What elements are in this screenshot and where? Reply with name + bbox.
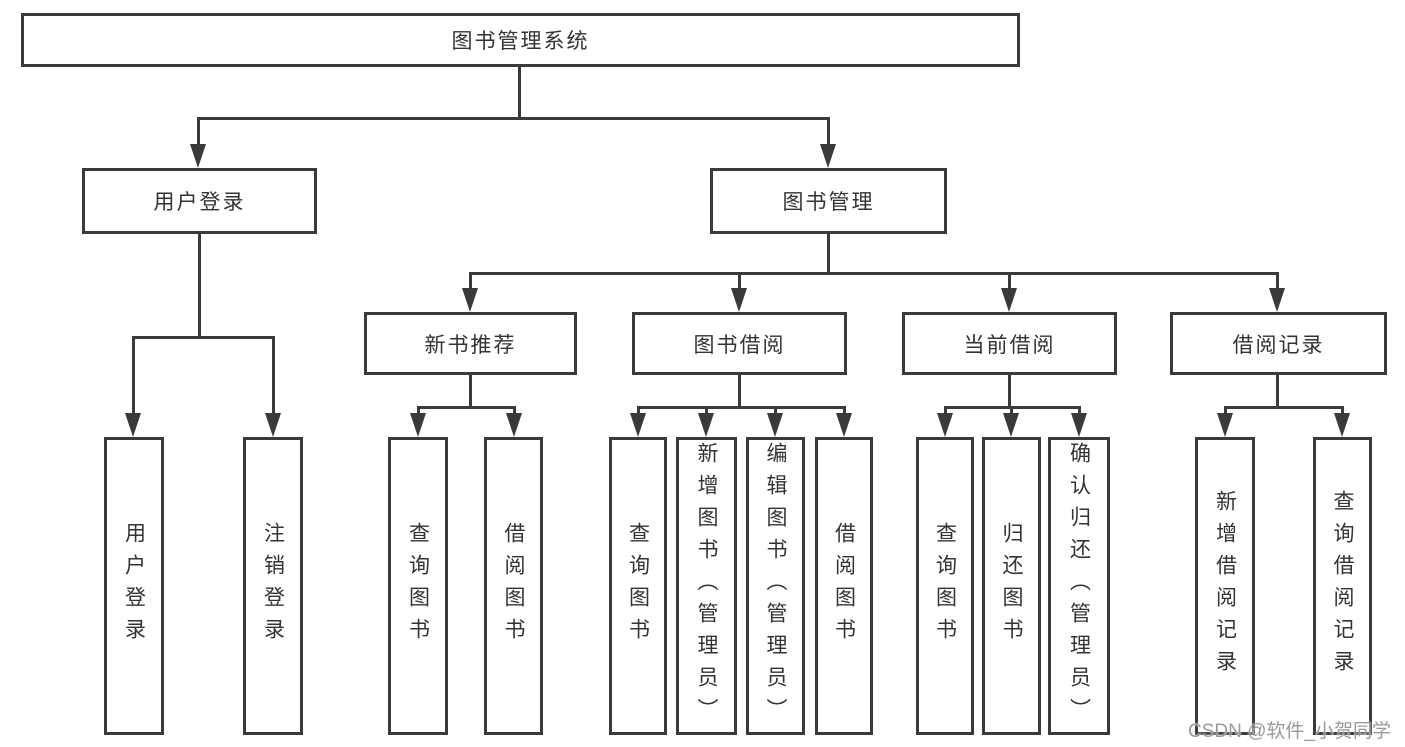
leaf-query-borrow-record-label: 查询借阅记录 (1331, 490, 1354, 682)
node-current-borrowing: 当前借阅 (902, 312, 1117, 375)
csdn-watermark: CSDN @软件_小贺同学 (1188, 721, 1391, 742)
connector-line (469, 375, 472, 408)
leaf-add-borrow-record-label: 新增借阅记录 (1213, 490, 1237, 682)
arrow-down-icon (265, 413, 281, 437)
connector-line (738, 272, 741, 292)
connector-line (1224, 406, 1227, 415)
connector-line (132, 336, 135, 415)
node-user-login: 用户登录 (82, 168, 317, 234)
arrow-down-icon (1071, 413, 1087, 437)
connector-line (518, 67, 521, 119)
leaf-borrowing-query-books-label: 查询图书 (626, 522, 650, 650)
arrow-down-icon (1001, 288, 1017, 312)
leaf-current-confirm-return-admin: 确认归还（管理员） (1048, 437, 1110, 735)
connector-line (272, 336, 275, 415)
arrow-down-icon (1269, 288, 1285, 312)
connector-line (198, 234, 201, 339)
leaf-borrowing-borrow-books-label: 借阅图书 (832, 522, 856, 650)
arrow-down-icon (767, 413, 783, 437)
arrow-down-icon (1003, 413, 1019, 437)
connector-line (738, 375, 741, 408)
leaf-borrowing-query-books: 查询图书 (609, 437, 667, 735)
arrow-down-icon (506, 413, 522, 437)
connector-line (705, 406, 708, 415)
leaf-current-return-books-label: 归还图书 (1000, 522, 1023, 650)
leaf-query-borrow-record: 查询借阅记录 (1313, 437, 1372, 735)
connector-line (843, 406, 846, 415)
connector-line (1078, 406, 1081, 415)
arrow-down-icon (731, 288, 747, 312)
leaf-current-return-books: 归还图书 (982, 437, 1041, 735)
connector-line (827, 117, 830, 147)
leaf-borrowing-edit-books-admin: 编辑图书（管理员） (746, 437, 805, 735)
leaf-logout-label: 注销登录 (261, 522, 285, 650)
node-user-login-label: 用户登录 (153, 191, 246, 214)
leaf-borrowing-borrow-books: 借阅图书 (815, 437, 873, 735)
leaf-current-query-books-label: 查询图书 (933, 522, 957, 650)
node-book-management: 图书管理 (710, 168, 947, 234)
connector-line (1341, 406, 1344, 415)
connector-line (774, 406, 777, 415)
arrow-down-icon (820, 144, 836, 168)
arrow-down-icon (190, 144, 206, 168)
node-book-management-label: 图书管理 (782, 191, 875, 214)
arrow-down-icon (630, 413, 646, 437)
connector-line (513, 406, 516, 415)
connector-line (469, 272, 472, 292)
arrow-down-icon (125, 413, 141, 437)
arrow-down-icon (937, 413, 953, 437)
connector-line (417, 406, 420, 415)
leaf-recommend-borrow-books-label: 借阅图书 (502, 522, 525, 650)
leaf-user-login-label: 用户登录 (122, 522, 146, 650)
arrow-down-icon (410, 413, 426, 437)
leaf-recommend-borrow-books: 借阅图书 (484, 437, 543, 735)
connector-line (197, 117, 200, 147)
connector-line (132, 336, 275, 339)
connector-line (637, 406, 846, 409)
leaf-borrowing-edit-books-admin-label: 编辑图书（管理员） (764, 442, 787, 730)
leaf-borrowing-add-books-admin-label: 新增图书（管理员） (695, 442, 718, 730)
leaf-add-borrow-record: 新增借阅记录 (1195, 437, 1255, 735)
arrow-down-icon (462, 288, 478, 312)
leaf-logout: 注销登录 (243, 437, 303, 735)
node-new-book-recommend-label: 新书推荐 (424, 333, 517, 357)
node-new-book-recommend: 新书推荐 (364, 312, 577, 375)
connector-line (1276, 375, 1279, 408)
connector-line (1276, 272, 1279, 292)
leaf-borrowing-add-books-admin: 新增图书（管理员） (676, 437, 737, 735)
leaf-recommend-query-books-label: 查询图书 (406, 522, 430, 650)
connector-line (827, 234, 830, 275)
node-library-system: 图书管理系统 (21, 13, 1020, 67)
connector-line (469, 272, 1279, 275)
connector-line (1224, 406, 1344, 409)
leaf-current-query-books: 查询图书 (916, 437, 974, 735)
node-book-borrowing-label: 图书借阅 (693, 333, 786, 357)
connector-line (417, 406, 516, 409)
leaf-recommend-query-books: 查询图书 (388, 437, 448, 735)
arrow-down-icon (1217, 413, 1233, 437)
node-library-system-label: 图书管理系统 (451, 30, 590, 53)
connector-line (197, 117, 830, 120)
connector-line (944, 406, 947, 415)
leaf-current-confirm-return-admin-label: 确认归还（管理员） (1067, 442, 1091, 730)
connector-line (1008, 375, 1011, 408)
connector-line (1010, 406, 1013, 415)
arrow-down-icon (698, 413, 714, 437)
leaf-user-login: 用户登录 (104, 437, 164, 735)
node-borrow-records: 借阅记录 (1170, 312, 1387, 375)
node-book-borrowing: 图书借阅 (632, 312, 847, 375)
node-current-borrowing-label: 当前借阅 (963, 333, 1056, 357)
connector-line (1008, 272, 1011, 292)
node-borrow-records-label: 借阅记录 (1232, 333, 1325, 357)
connector-line (637, 406, 640, 415)
arrow-down-icon (1334, 413, 1350, 437)
arrow-down-icon (836, 413, 852, 437)
